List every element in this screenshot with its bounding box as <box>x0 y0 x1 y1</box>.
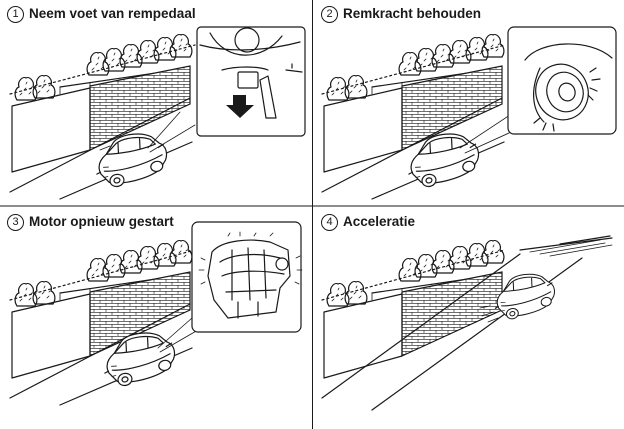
down-arrow-icon <box>226 95 254 118</box>
panel-1-label: Neem voet van rempedaal <box>29 6 196 21</box>
panel-4-number: 4 <box>321 214 338 231</box>
brake-pedal-icon <box>259 75 277 119</box>
inset-engine-box <box>191 221 303 333</box>
panel-4-scene <box>321 235 613 411</box>
inset-pedal-box <box>196 26 306 137</box>
panel-2-number: 2 <box>321 6 338 23</box>
panel-1-scene <box>9 26 306 200</box>
inset-wheel-box <box>507 26 617 135</box>
panel-4-label: Acceleratie <box>343 214 416 229</box>
panel-3-number: 3 <box>7 214 24 231</box>
panel-3-label: Motor opnieuw gestart <box>29 214 174 229</box>
wheel-icon <box>533 63 589 123</box>
brake-hold-icon <box>533 67 601 132</box>
panel-2-label: Remkracht behouden <box>343 6 482 21</box>
panel-2-scene <box>321 26 617 200</box>
panel-3-scene <box>9 221 303 406</box>
engine-icon <box>198 231 303 319</box>
panel-1-number: 1 <box>7 6 24 23</box>
